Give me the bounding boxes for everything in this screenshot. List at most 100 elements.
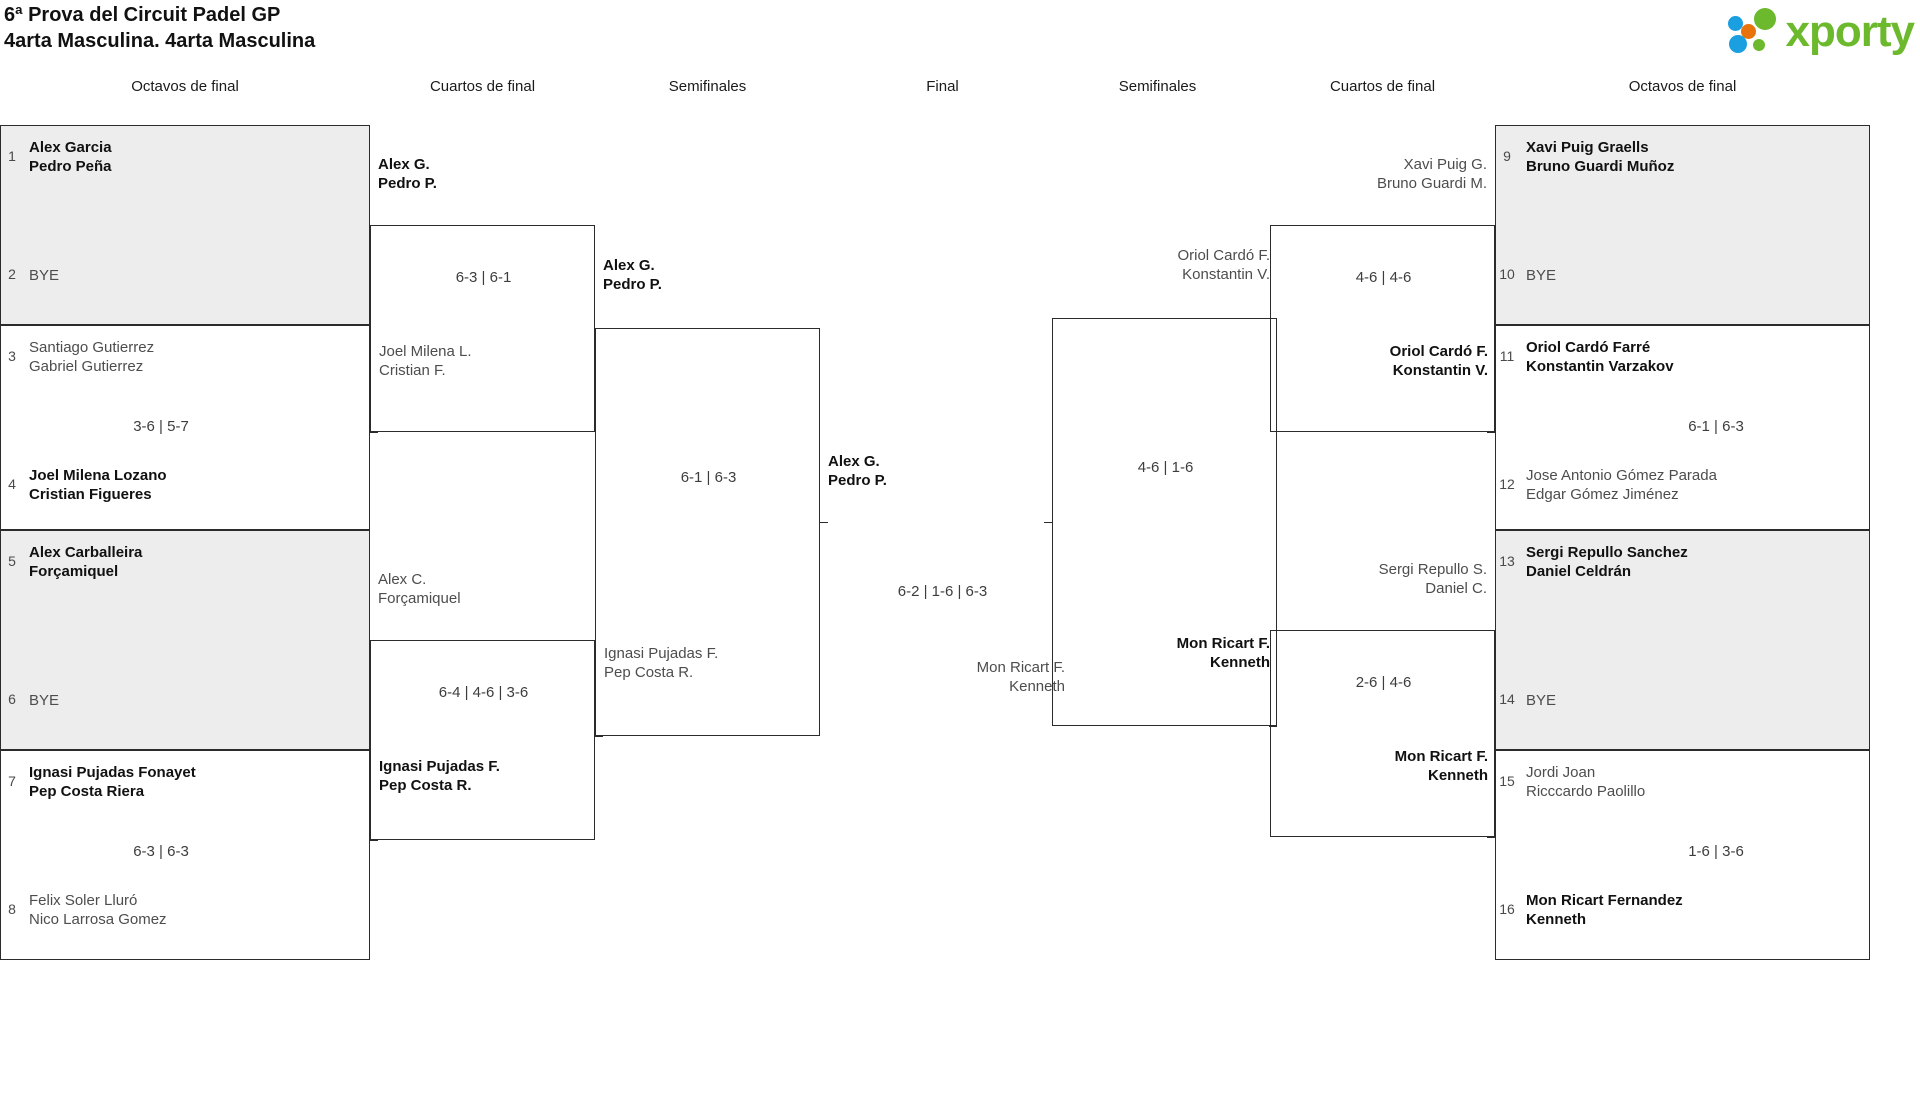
round-header-right-r16: Octavos de final bbox=[1628, 78, 1737, 95]
seed-number: 9 bbox=[1503, 148, 1511, 164]
round-header-left-r16: Octavos de final bbox=[131, 78, 239, 95]
seed-number: 11 bbox=[1499, 348, 1515, 364]
team-name-line2: Forçamiquel bbox=[29, 563, 119, 580]
qf-left-1-top-line2: Pedro P. bbox=[378, 175, 437, 192]
connector-line bbox=[1487, 837, 1495, 838]
team-name-line1: Xavi Puig Graells bbox=[1526, 139, 1649, 156]
final-top-line2: Pedro P. bbox=[828, 472, 887, 489]
qf-right-2-top-line2: Daniel C. bbox=[1425, 580, 1487, 597]
round-header-final: Final bbox=[926, 78, 959, 95]
tournament-category: 4arta Masculina. 4arta Masculina bbox=[4, 30, 316, 52]
team-name-line1: Sergi Repullo Sanchez bbox=[1526, 544, 1688, 561]
connector-line bbox=[370, 225, 378, 226]
connector-line bbox=[1269, 726, 1277, 727]
round-header-left-qf: Cuartos de final bbox=[429, 78, 536, 95]
team-name-line1: BYE bbox=[29, 692, 60, 709]
team-name-line2: Pep Costa Riera bbox=[29, 783, 145, 800]
qf-right-1-bottom-line1: Oriol Cardó F. bbox=[1389, 343, 1488, 360]
seed-number: 14 bbox=[1499, 691, 1515, 707]
match-box-left-qf-1[interactable]: 6-3 | 6-1 Joel Milena L. Cristian F. bbox=[370, 225, 595, 432]
match-box-left-r16-2[interactable]: 3 Santiago Gutierrez Gabriel Gutierrez 3… bbox=[0, 325, 370, 530]
qf-right-2-bottom-line1: Mon Ricart F. bbox=[1394, 748, 1488, 765]
qf-right-1-top-line2: Bruno Guardi M. bbox=[1376, 175, 1487, 192]
qf-left-1-bottom-line1: Joel Milena L. bbox=[379, 343, 472, 360]
sf-left-bottom-line1: Ignasi Pujadas F. bbox=[604, 645, 719, 662]
qf-right-1-top-line1: Xavi Puig G. bbox=[1403, 156, 1487, 173]
final-score: 6-2 | 1-6 | 6-3 bbox=[897, 583, 988, 600]
seed-number: 5 bbox=[8, 553, 16, 569]
team-name-line2: Ricccardo Paolillo bbox=[1526, 783, 1646, 800]
team-name-line2: Daniel Celdrán bbox=[1526, 563, 1632, 580]
match-score: 4-6 | 4-6 bbox=[1355, 269, 1412, 286]
match-box-left-r16-4[interactable]: 7 Ignasi Pujadas Fonayet Pep Costa Riera… bbox=[0, 750, 370, 960]
match-box-right-r16-4[interactable]: 15 Jordi Joan Ricccardo Paolillo 1-6 | 3… bbox=[1495, 750, 1870, 960]
xporty-logo: xporty bbox=[1727, 6, 1915, 58]
sf-left-top-line2: Pedro P. bbox=[603, 276, 662, 293]
team-name-line1: Oriol Cardó Farré bbox=[1526, 339, 1651, 356]
team-name-line1: Jordi Joan bbox=[1526, 764, 1596, 781]
match-box-left-r16-3[interactable]: 5 Alex Carballeira Forçamiquel 6 BYE bbox=[0, 530, 370, 750]
qf-left-2-bottom-line2: Pep Costa R. bbox=[379, 777, 472, 794]
team-name-line2: Gabriel Gutierrez bbox=[29, 358, 144, 375]
seed-number: 7 bbox=[8, 773, 16, 789]
final-bottom-line2: Kenneth bbox=[1009, 678, 1065, 695]
seed-number: 10 bbox=[1499, 266, 1515, 282]
qf-right-2-bottom-line2: Kenneth bbox=[1428, 767, 1488, 784]
tournament-title: 6ª Prova del Circuit Padel GP bbox=[4, 4, 281, 26]
sf-left-bottom-line2: Pep Costa R. bbox=[604, 664, 694, 681]
match-box-left-r16-1[interactable]: 1 Alex Garcia Pedro Peña 2 BYE bbox=[0, 125, 370, 325]
connector-line bbox=[820, 522, 828, 523]
match-box-right-r16-3[interactable]: 13 Sergi Repullo Sanchez Daniel Celdrán … bbox=[1495, 530, 1870, 750]
match-box-right-qf-1[interactable]: 4-6 | 4-6 Oriol Cardó F. Konstantin V. bbox=[1270, 225, 1495, 432]
match-box-right-r16-2[interactable]: 11 Oriol Cardó Farré Konstantin Varzakov… bbox=[1495, 325, 1870, 530]
match-box-right-qf-2[interactable]: 2-6 | 4-6 Mon Ricart F. Kenneth bbox=[1270, 630, 1495, 837]
team-name-line1: Ignasi Pujadas Fonayet bbox=[29, 764, 196, 781]
match-box-left-qf-2[interactable]: 6-4 | 4-6 | 3-6 Ignasi Pujadas F. Pep Co… bbox=[370, 640, 595, 840]
qf-left-1-top-line1: Alex G. bbox=[378, 156, 430, 173]
match-score: 6-1 | 6-3 bbox=[680, 469, 737, 486]
round-header-right-sf: Semifinales bbox=[1118, 78, 1197, 95]
team-name-line1: Felix Soler Lluró bbox=[29, 892, 138, 909]
seed-number: 13 bbox=[1499, 553, 1515, 569]
qf-left-1-bottom-line2: Cristian F. bbox=[379, 362, 446, 379]
connector-line bbox=[1044, 522, 1052, 523]
match-score: 6-3 | 6-1 bbox=[455, 269, 512, 286]
sf-right-top-line2: Konstantin V. bbox=[1182, 266, 1270, 283]
sf-right-top-line1: Oriol Cardó F. bbox=[1177, 247, 1270, 264]
match-score: 3-6 | 5-7 bbox=[133, 418, 189, 435]
seed-number: 15 bbox=[1499, 773, 1515, 789]
team-name-line2: Nico Larrosa Gomez bbox=[29, 911, 167, 928]
match-box-right-r16-1[interactable]: 9 Xavi Puig Graells Bruno Guardi Muñoz 1… bbox=[1495, 125, 1870, 325]
team-name-line2: Edgar Gómez Jiménez bbox=[1526, 486, 1679, 503]
team-name-line2: Cristian Figueres bbox=[29, 486, 152, 503]
seed-number: 8 bbox=[8, 901, 16, 917]
team-name-line1: Alex Garcia bbox=[29, 139, 112, 156]
seed-number: 16 bbox=[1499, 901, 1515, 917]
connector-line bbox=[595, 736, 603, 737]
team-name-line2: Bruno Guardi Muñoz bbox=[1526, 158, 1675, 175]
seed-number: 1 bbox=[8, 148, 16, 164]
connector-line bbox=[595, 328, 603, 329]
match-box-right-sf[interactable]: 4-6 | 1-6 Mon Ricart F. Kenneth bbox=[1052, 318, 1277, 726]
match-box-left-sf[interactable]: 6-1 | 6-3 Ignasi Pujadas F. Pep Costa R. bbox=[595, 328, 820, 736]
match-score: 2-6 | 4-6 bbox=[1355, 674, 1412, 691]
final-top-line1: Alex G. bbox=[828, 453, 880, 470]
team-name-line1: Joel Milena Lozano bbox=[29, 467, 167, 484]
final-bottom-line1: Mon Ricart F. bbox=[976, 659, 1065, 676]
seed-number: 2 bbox=[8, 266, 16, 282]
qf-left-2-bottom-line1: Ignasi Pujadas F. bbox=[379, 758, 500, 775]
connector-line bbox=[1269, 318, 1277, 319]
match-score: 6-1 | 6-3 bbox=[1688, 418, 1744, 435]
sf-right-bottom-line1: Mon Ricart F. bbox=[1176, 635, 1270, 652]
team-name-line2: Pedro Peña bbox=[29, 158, 112, 175]
round-header-left-sf: Semifinales bbox=[668, 78, 747, 95]
team-name-line1: BYE bbox=[1526, 267, 1557, 284]
seed-number: 12 bbox=[1499, 476, 1515, 492]
match-score: 6-3 | 6-3 bbox=[133, 843, 189, 860]
match-score: 1-6 | 3-6 bbox=[1688, 843, 1744, 860]
xporty-logo-text: xporty bbox=[1785, 7, 1915, 56]
seed-number: 3 bbox=[8, 348, 16, 364]
connector-line bbox=[370, 432, 378, 433]
team-name-line2: Kenneth bbox=[1526, 911, 1586, 928]
